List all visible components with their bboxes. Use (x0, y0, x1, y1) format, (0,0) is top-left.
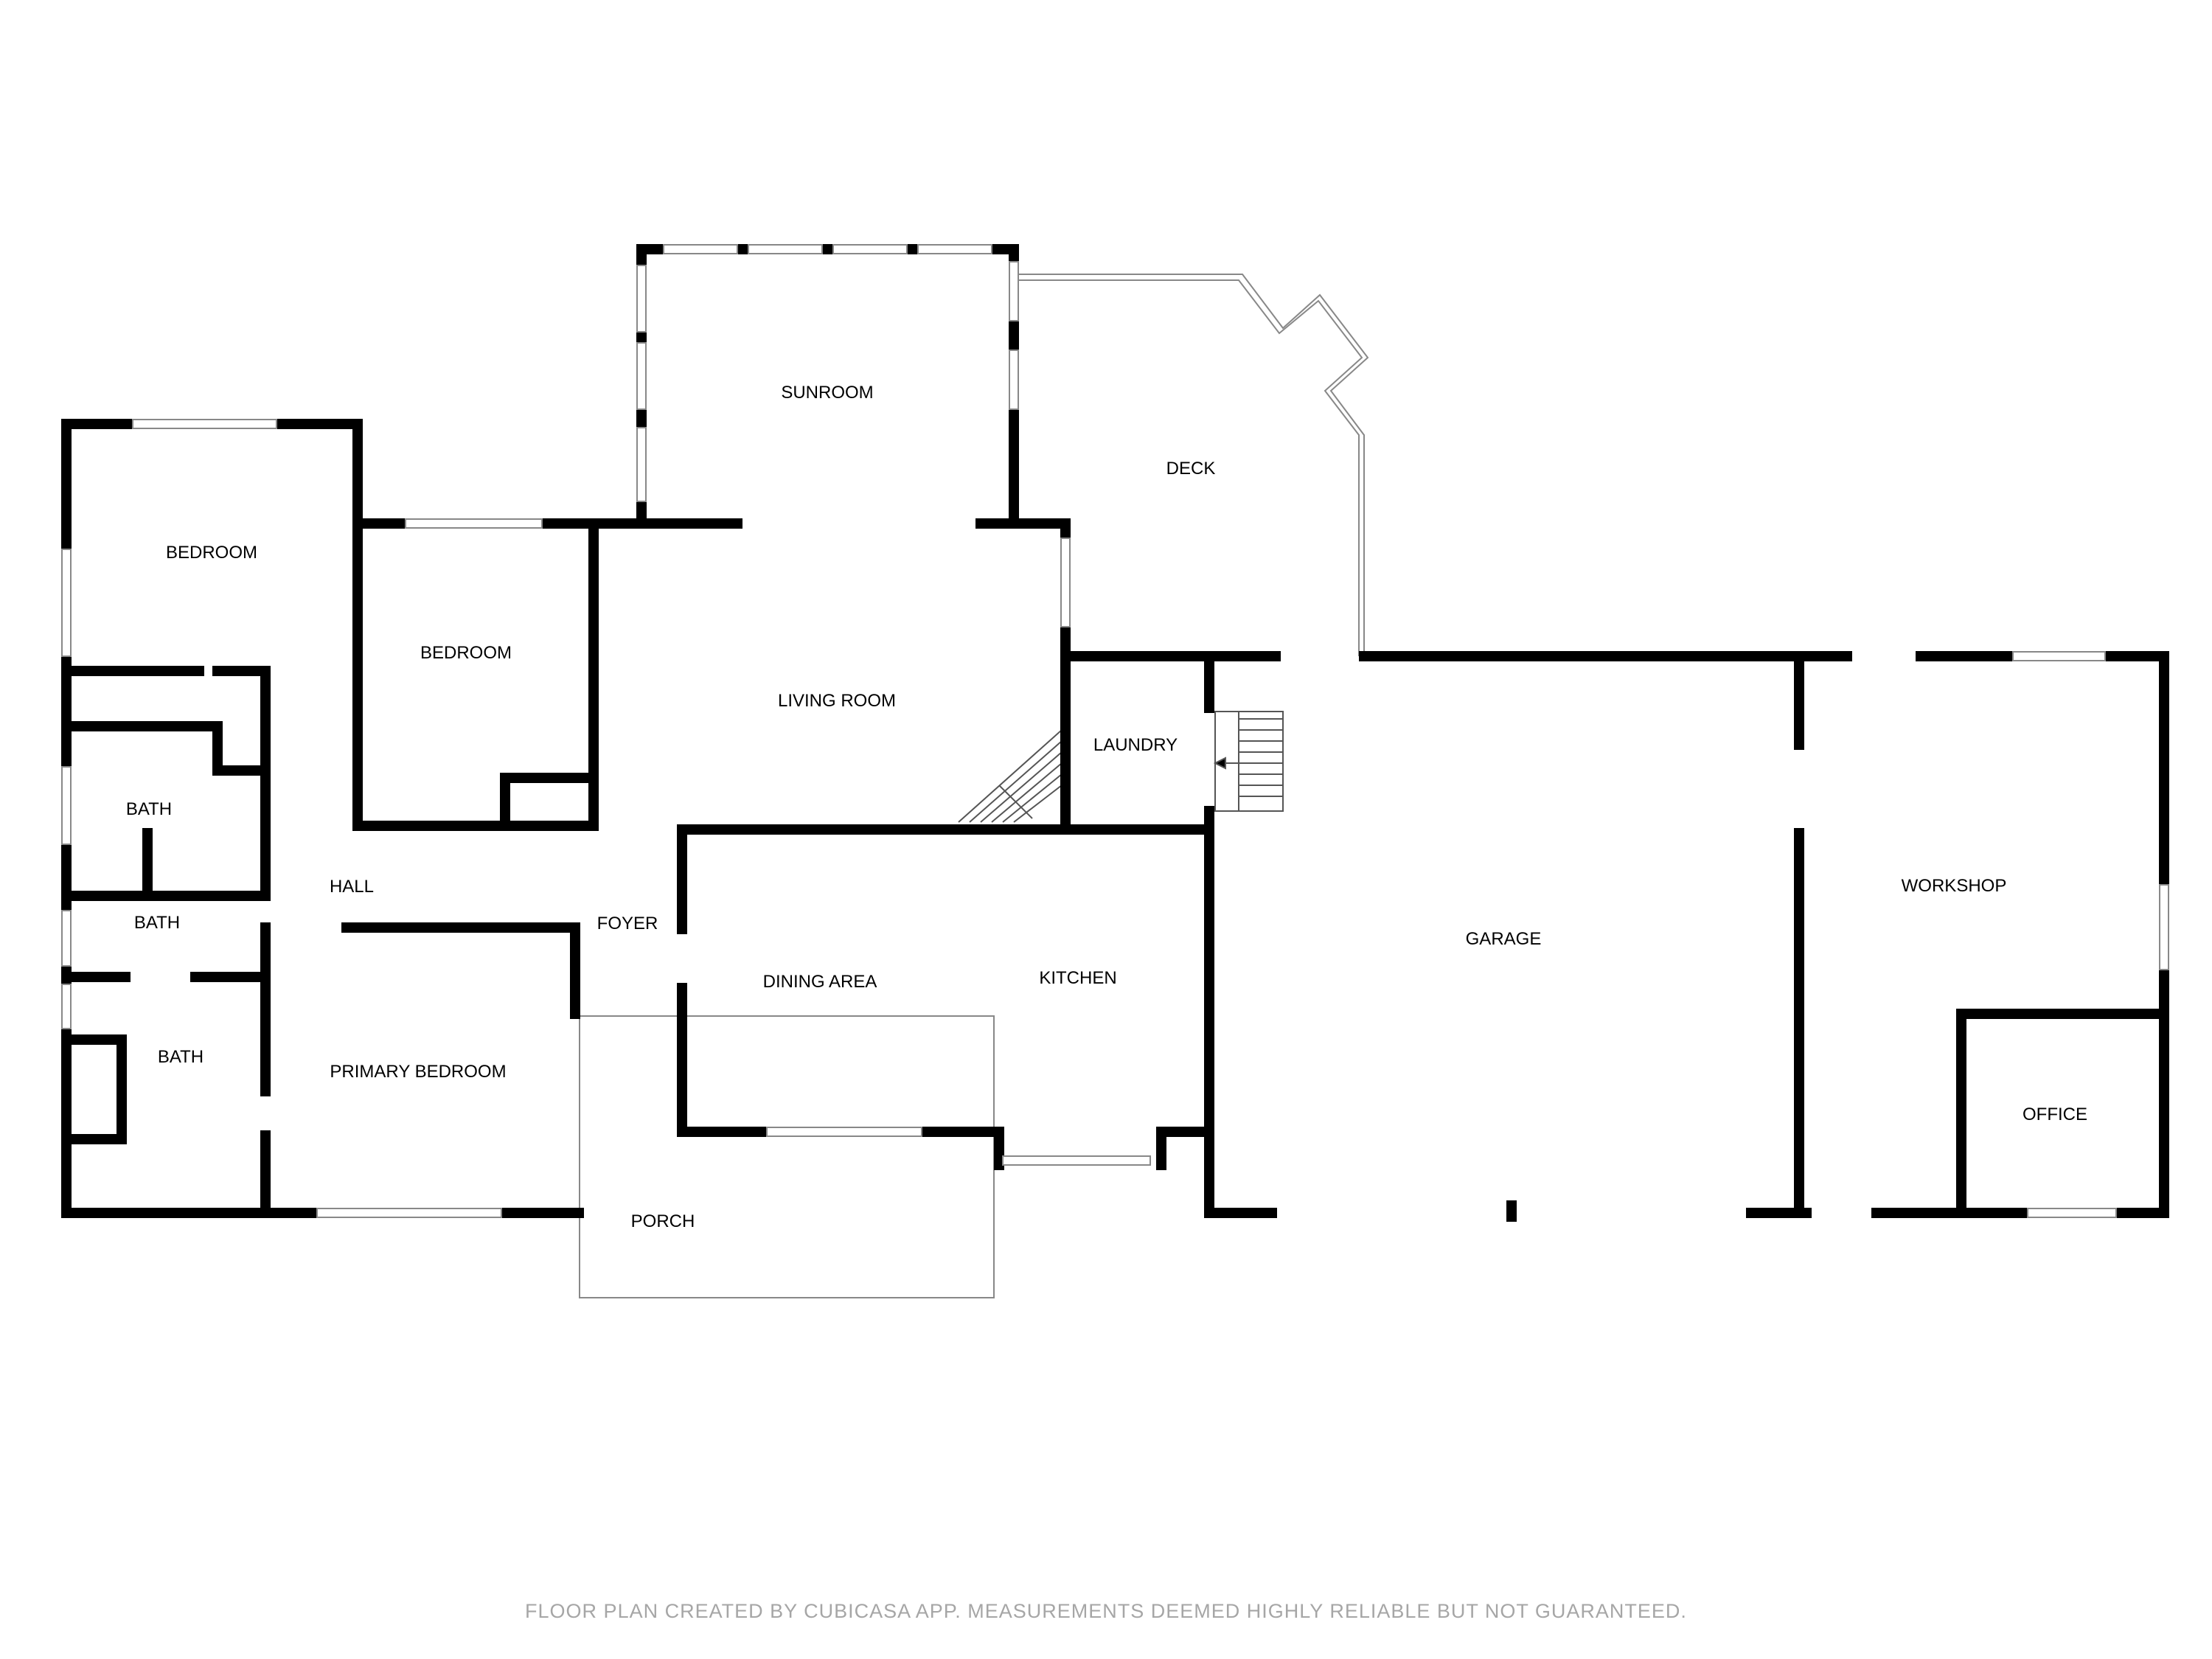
room-label-workshop: WORKSHOP (1902, 876, 2007, 896)
room-label-hall: HALL (330, 877, 374, 897)
window (2159, 884, 2169, 970)
room-label-primary-bedroom: PRIMARY BEDROOM (330, 1062, 506, 1082)
room-label-kitchen: KITCHEN (1039, 968, 1116, 988)
window (316, 1208, 502, 1218)
stairs-living (958, 729, 1062, 823)
window (1009, 349, 1019, 410)
window (663, 244, 738, 254)
window (1009, 261, 1019, 321)
room-label-living-room: LIVING ROOM (778, 691, 896, 711)
porch-outline (579, 1015, 995, 1298)
window (132, 419, 277, 429)
footer-disclaimer: FLOOR PLAN CREATED BY CUBICASA APP. MEAS… (525, 1600, 1687, 1622)
window (832, 244, 908, 254)
room-label-bath-2: BATH (134, 913, 180, 933)
window (2027, 1208, 2117, 1218)
window (917, 244, 992, 254)
window (636, 427, 647, 502)
room-label-dining-area: DINING AREA (763, 972, 877, 992)
window (766, 1127, 922, 1137)
window (61, 549, 72, 657)
deck-outline-inner (1014, 279, 1363, 656)
room-label-garage: GARAGE (1466, 929, 1542, 949)
window (636, 342, 647, 410)
room-label-bedroom-1: BEDROOM (166, 543, 257, 563)
stairs-garage (1213, 711, 1284, 812)
windows (61, 244, 2169, 1218)
room-label-laundry: LAUNDRY (1093, 735, 1178, 755)
room-label-deck: DECK (1166, 459, 1216, 479)
room-label-porch: PORCH (631, 1211, 695, 1231)
room-label-bath-3: BATH (158, 1047, 204, 1067)
window (636, 265, 647, 333)
room-label-sunroom: SUNROOM (781, 383, 873, 403)
window (748, 244, 823, 254)
window (61, 984, 72, 1029)
room-label-bath-1: BATH (126, 799, 172, 819)
room-label-foyer: FOYER (597, 914, 658, 933)
room-labels: SUNROOM DECK BEDROOM BEDROOM LIVING ROOM… (126, 383, 2087, 1231)
window (1002, 1155, 1151, 1166)
window (61, 766, 72, 845)
deck-outline (1014, 274, 1369, 656)
window (2012, 651, 2106, 661)
window (405, 518, 543, 529)
window (61, 910, 72, 967)
window (1060, 538, 1071, 627)
room-label-bedroom-2: BEDROOM (420, 643, 512, 663)
room-label-office: OFFICE (2023, 1105, 2087, 1124)
